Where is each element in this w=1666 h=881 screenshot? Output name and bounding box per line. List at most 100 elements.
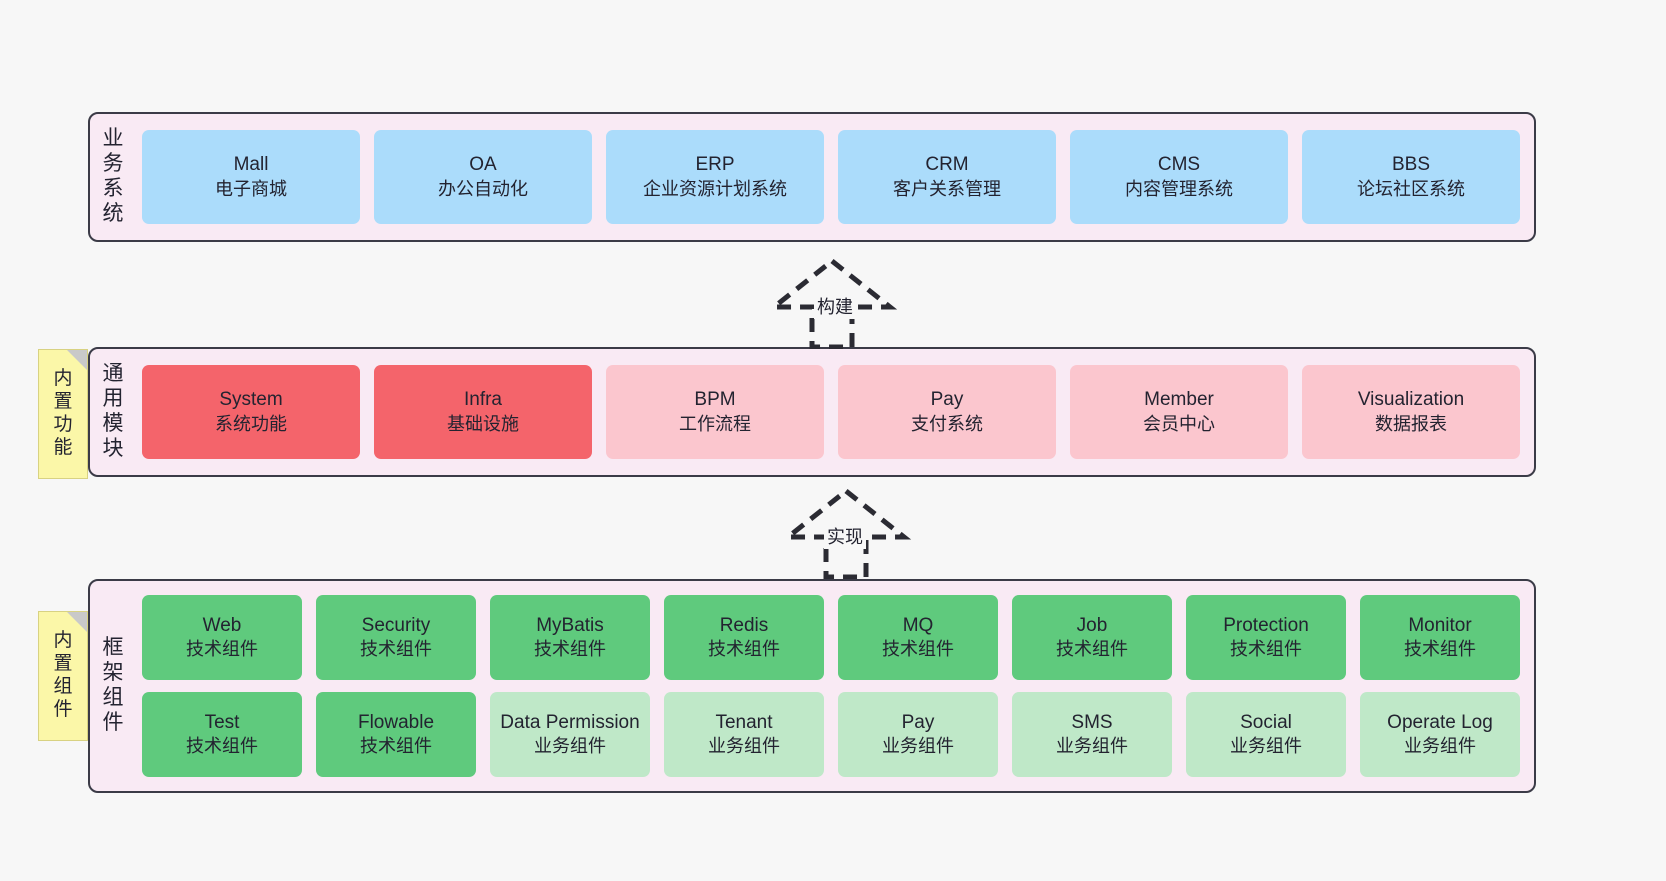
framework-card-protection-desc: 技术组件 <box>1230 639 1302 660</box>
framework-card-web-desc: 技术组件 <box>186 639 258 660</box>
note-builtin-features-char-1: 置 <box>53 391 73 413</box>
layer-business-label-char-1: 务 <box>102 152 124 176</box>
note-builtin-components-char-0: 内 <box>53 630 73 652</box>
framework-card-mq-name: MQ <box>902 614 934 636</box>
connector-build-arrow-icon <box>766 257 898 350</box>
note-builtin-features-char-2: 功 <box>53 414 73 435</box>
note-builtin-components-char-2: 组 <box>53 676 73 697</box>
business-card-oa-desc: 办公自动化 <box>438 178 528 199</box>
note-fold-corner-icon <box>67 612 87 632</box>
layer-modules-label: 通 用 模 块 <box>90 349 136 475</box>
framework-card-social[interactable]: Social 业务组件 <box>1186 692 1346 777</box>
framework-card-flowable[interactable]: Flowable 技术组件 <box>316 692 476 777</box>
layer-framework-label-char-2: 组 <box>102 686 124 709</box>
note-builtin-features-char-3: 能 <box>53 436 73 458</box>
note-builtin-components-char-1: 置 <box>53 653 73 675</box>
note-fold-corner-icon <box>67 350 87 370</box>
layer-business-systems: 业 务 系 统 Mall 电子商城 OA 办公自动化 ERP 企业资源计划系统 … <box>88 112 1536 242</box>
framework-card-job[interactable]: Job 技术组件 <box>1012 595 1172 680</box>
module-card-infra-name: Infra <box>463 389 503 411</box>
module-card-bpm-name: BPM <box>694 389 736 411</box>
framework-row-business: Test 技术组件 Flowable 技术组件 Data Permission … <box>142 692 1520 777</box>
framework-card-redis-name: Redis <box>719 614 769 636</box>
business-card-oa-name: OA <box>469 154 497 176</box>
framework-card-security-desc: 技术组件 <box>360 639 432 660</box>
module-card-visualization-desc: 数据报表 <box>1375 413 1447 434</box>
connector-implement: 实现 <box>766 487 926 580</box>
framework-card-operate-log-desc: 业务组件 <box>1404 736 1476 757</box>
connector-build: 构建 <box>752 257 912 350</box>
layer-framework-label-char-3: 件 <box>102 710 124 734</box>
layer-framework-body: Web 技术组件 Security 技术组件 MyBatis 技术组件 Redi… <box>136 581 1534 791</box>
business-card-bbs-desc: 论坛社区系统 <box>1357 178 1465 199</box>
framework-card-mybatis[interactable]: MyBatis 技术组件 <box>490 595 650 680</box>
framework-card-test-desc: 技术组件 <box>186 736 258 757</box>
note-builtin-features-char-0: 内 <box>53 368 73 390</box>
framework-card-pay-name: Pay <box>901 711 935 733</box>
framework-card-protection[interactable]: Protection 技术组件 <box>1186 595 1346 680</box>
business-card-crm[interactable]: CRM 客户关系管理 <box>838 130 1056 224</box>
business-card-mall-desc: 电子商城 <box>215 178 287 199</box>
business-card-cms[interactable]: CMS 内容管理系统 <box>1070 130 1288 224</box>
module-card-pay[interactable]: Pay 支付系统 <box>838 365 1056 459</box>
note-builtin-features: 内 置 功 能 <box>38 349 88 479</box>
business-card-bbs[interactable]: BBS 论坛社区系统 <box>1302 130 1520 224</box>
framework-card-data-permission-desc: 业务组件 <box>534 736 606 757</box>
framework-card-test[interactable]: Test 技术组件 <box>142 692 302 777</box>
business-card-cms-name: CMS <box>1157 154 1201 176</box>
module-card-system-desc: 系统功能 <box>215 413 287 434</box>
framework-card-mybatis-name: MyBatis <box>536 614 604 636</box>
framework-card-web[interactable]: Web 技术组件 <box>142 595 302 680</box>
framework-row-tech: Web 技术组件 Security 技术组件 MyBatis 技术组件 Redi… <box>142 595 1520 680</box>
layer-business-label-char-3: 统 <box>102 201 124 225</box>
framework-card-redis-desc: 技术组件 <box>708 639 780 660</box>
framework-card-mybatis-desc: 技术组件 <box>534 639 606 660</box>
business-card-erp-desc: 企业资源计划系统 <box>643 178 787 199</box>
framework-card-pay[interactable]: Pay 业务组件 <box>838 692 998 777</box>
business-card-cms-desc: 内容管理系统 <box>1125 178 1233 199</box>
module-card-pay-name: Pay <box>930 389 964 411</box>
framework-card-monitor-desc: 技术组件 <box>1404 639 1476 660</box>
module-card-bpm[interactable]: BPM 工作流程 <box>606 365 824 459</box>
module-card-pay-desc: 支付系统 <box>911 413 983 434</box>
framework-card-mq-desc: 技术组件 <box>882 639 954 660</box>
framework-card-tenant[interactable]: Tenant 业务组件 <box>664 692 824 777</box>
framework-card-test-name: Test <box>204 711 240 733</box>
framework-card-protection-name: Protection <box>1223 614 1309 636</box>
layer-business-label: 业 务 系 统 <box>90 114 136 240</box>
module-card-infra-desc: 基础设施 <box>447 413 519 434</box>
framework-card-security-name: Security <box>361 614 431 636</box>
module-card-visualization[interactable]: Visualization 数据报表 <box>1302 365 1520 459</box>
business-card-crm-name: CRM <box>925 154 969 176</box>
business-card-erp[interactable]: ERP 企业资源计划系统 <box>606 130 824 224</box>
framework-card-mq[interactable]: MQ 技术组件 <box>838 595 998 680</box>
layer-framework-label: 框 架 组 件 <box>90 581 136 791</box>
framework-card-social-desc: 业务组件 <box>1230 736 1302 757</box>
business-card-mall[interactable]: Mall 电子商城 <box>142 130 360 224</box>
framework-card-security[interactable]: Security 技术组件 <box>316 595 476 680</box>
framework-card-job-name: Job <box>1076 614 1108 636</box>
module-card-infra[interactable]: Infra 基础设施 <box>374 365 592 459</box>
business-card-mall-name: Mall <box>233 154 269 176</box>
framework-card-sms[interactable]: SMS 业务组件 <box>1012 692 1172 777</box>
note-builtin-components-char-3: 件 <box>53 698 73 720</box>
layer-business-label-char-0: 业 <box>102 127 124 151</box>
framework-card-web-name: Web <box>202 614 242 636</box>
framework-card-pay-desc: 业务组件 <box>882 736 954 757</box>
module-card-member[interactable]: Member 会员中心 <box>1070 365 1288 459</box>
framework-card-data-permission-name: Data Permission <box>500 711 640 733</box>
framework-card-data-permission[interactable]: Data Permission 业务组件 <box>490 692 650 777</box>
framework-card-flowable-desc: 技术组件 <box>360 736 432 757</box>
module-card-system[interactable]: System 系统功能 <box>142 365 360 459</box>
framework-card-job-desc: 技术组件 <box>1056 639 1128 660</box>
note-builtin-components: 内 置 组 件 <box>38 611 88 741</box>
framework-card-monitor[interactable]: Monitor 技术组件 <box>1360 595 1520 680</box>
framework-card-redis[interactable]: Redis 技术组件 <box>664 595 824 680</box>
layer-modules-label-char-0: 通 <box>102 362 124 386</box>
business-card-oa[interactable]: OA 办公自动化 <box>374 130 592 224</box>
module-card-member-name: Member <box>1144 389 1214 411</box>
layer-modules-body: System 系统功能 Infra 基础设施 BPM 工作流程 Pay 支付系统… <box>136 349 1534 475</box>
framework-card-operate-log[interactable]: Operate Log 业务组件 <box>1360 692 1520 777</box>
framework-card-tenant-name: Tenant <box>715 711 773 733</box>
